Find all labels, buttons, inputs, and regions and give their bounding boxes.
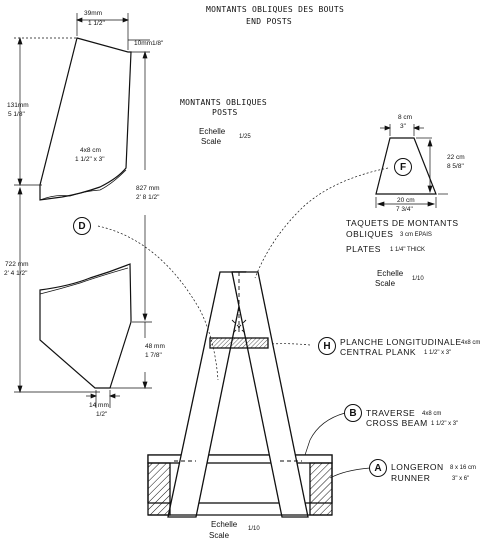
plates-scale-fr: Echelle [377, 269, 404, 278]
dim-total-len-mm: 827 mm [136, 185, 160, 192]
callout-f: F [394, 158, 412, 176]
posts-scale-fr: Echelle [199, 127, 226, 136]
end-post-lower-piece [39, 263, 132, 389]
plates-title-fr-2: OBLIQUES [346, 229, 394, 239]
plates-thick-imperial: 1 1/4" THICK [390, 247, 426, 253]
plate-top-in: 3" [400, 123, 406, 130]
part-h-en: CENTRAL PLANK [340, 347, 417, 357]
plate-bottom-in: 7 3/4" [396, 206, 413, 213]
part-b-fr: TRAVERSE [366, 408, 416, 418]
dim-top-width-mm: 39mm [84, 10, 103, 17]
posts-scale-value: 1/25 [239, 134, 251, 140]
callout-a: A [369, 459, 387, 477]
plates-title-en: PLATES [346, 244, 381, 254]
dim-left-verticals [14, 36, 100, 394]
part-b-size-imperial: 1 1/2" x 3" [431, 421, 459, 427]
plates-thick-metric: 3 cm EPAIS [400, 232, 432, 238]
part-a-fr: LONGERON [391, 462, 444, 472]
plate-bottom-cm: 20 cm [397, 197, 415, 204]
title-end-posts-en: END POSTS [246, 17, 293, 26]
callout-b: B [344, 404, 362, 422]
dim-section-cm: 4x8 cm [80, 147, 101, 154]
dim-bottom-width-mm: 14 mm [89, 402, 109, 409]
plate-height-in: 8 5/8" [447, 163, 464, 170]
callout-d: D [73, 217, 91, 235]
part-h-fr: PLANCHE LONGITUDINALE [340, 337, 462, 347]
part-a-size-metric: 8 x 16 cm [450, 465, 477, 471]
dim-lower-len-mm: 722 mm [5, 261, 29, 268]
dim-top-width-in: 1 1/2" [88, 20, 105, 27]
part-h-size-metric: 4x8 cm [461, 340, 481, 346]
dim-top-offset-mm: 10mm [134, 40, 153, 47]
dim-bottom-offset-in: 1 7/8" [145, 352, 162, 359]
dim-total-len-in: 2' 8 1/2" [136, 194, 160, 201]
part-b-en: CROSS BEAM [366, 418, 428, 428]
plates-scale-en: Scale [375, 279, 396, 288]
dim-section-in: 1 1/2" x 3" [75, 156, 105, 163]
dim-top-offset-in: 1/8" [152, 40, 164, 47]
dim-bottom-width-in: 1/2" [96, 411, 108, 418]
plates-title-fr-1: TAQUETS DE MONTANTS [346, 218, 459, 228]
dim-top-offset [128, 39, 150, 53]
dim-lower-len-in: 2' 4 1/2" [4, 270, 28, 277]
plate-f-dims [375, 124, 448, 208]
title-end-posts-fr: MONTANTS OBLIQUES DES BOUTS [206, 5, 345, 14]
main-scale-en: Scale [209, 531, 230, 540]
trestle-assembly [147, 271, 333, 518]
dim-bottom-width [86, 390, 120, 408]
plate-height-cm: 22 cm [447, 154, 465, 161]
part-a-size-imperial: 3" x 6" [452, 476, 470, 482]
dim-upper-len-in: 5 1/8" [8, 111, 25, 118]
hidden-lines [174, 272, 302, 462]
dim-top-width [76, 13, 129, 50]
leader-lines [97, 167, 389, 479]
part-a-en: RUNNER [391, 473, 431, 483]
plate-top-cm: 8 cm [398, 114, 413, 121]
title-posts-en: POSTS [212, 108, 238, 117]
main-scale-value: 1/10 [248, 526, 260, 532]
end-post-upper-piece [39, 37, 132, 201]
main-scale-fr: Echelle [211, 520, 238, 529]
plate-f-shape [375, 137, 437, 195]
title-posts-fr: MONTANTS OBLIQUES [180, 98, 267, 107]
plates-scale-value: 1/10 [412, 276, 424, 282]
part-h-size-imperial: 1 1/2" x 3" [424, 350, 452, 356]
callout-h: H [318, 337, 336, 355]
part-b-size-metric: 4x8 cm [422, 411, 442, 417]
dim-upper-len-mm: 131mm [7, 102, 29, 109]
posts-scale-en: Scale [201, 137, 222, 146]
dim-right-long [110, 50, 152, 390]
dim-bottom-offset-mm: 48 mm [145, 343, 165, 350]
